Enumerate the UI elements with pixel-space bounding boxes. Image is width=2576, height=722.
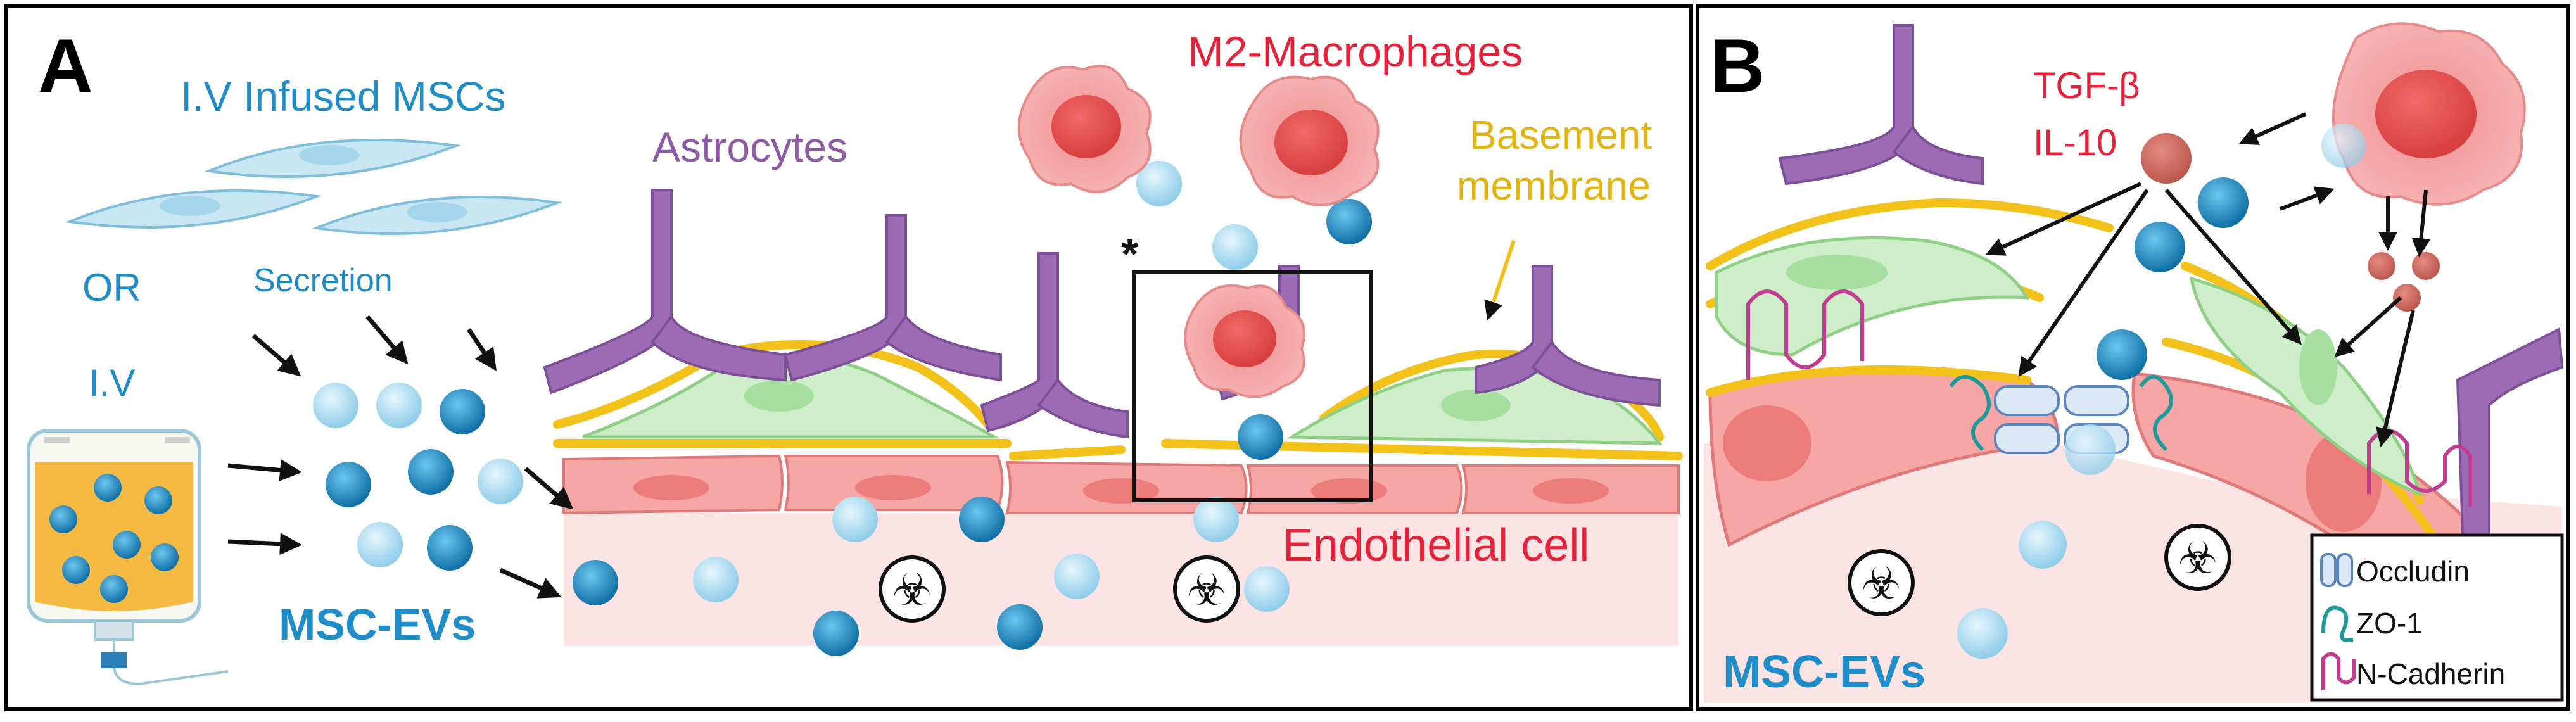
biohazard-icon: ☣ [1173, 555, 1240, 623]
panel-b-letter: B [1710, 23, 1765, 108]
msc-evs-label-a: MSC-EVs [279, 600, 476, 649]
endothelial-cell-label: Endothelial cell [1283, 520, 1589, 571]
biohazard-icon: ☣ [1848, 549, 1915, 616]
zo1-junction [1949, 375, 2173, 452]
astrocyte-endfeet [543, 189, 1661, 439]
svg-text:☣: ☣ [1862, 557, 1901, 609]
panel-a-letter: A [38, 23, 93, 108]
basement-pointer-arrow [1484, 240, 1516, 320]
iv-bag [27, 429, 229, 686]
basement-membrane-label-2: membrane [1457, 163, 1651, 208]
legend-zo1-icon [2321, 605, 2354, 642]
infused-msc-cells [65, 139, 562, 235]
biohazard-icon: ☣ [879, 555, 946, 623]
biohazard-icon: ☣ [2164, 524, 2231, 591]
endothelial-layer [562, 454, 1680, 515]
m2-macrophage [1017, 65, 1152, 193]
arrows-panel-b [1985, 112, 2431, 447]
secretion-label: Secretion [253, 262, 393, 299]
vessel-lumen [564, 513, 1678, 646]
legend-zo1: ZO-1 [2356, 607, 2423, 640]
msc-ev-particles-b [1957, 124, 2366, 659]
asterisk-marker: * [1121, 229, 1139, 279]
m2-macrophages-label: M2-Macrophages [1188, 28, 1523, 76]
pericyte-b [1715, 236, 2422, 497]
tgf-beta-label: TGF-β [2033, 65, 2140, 106]
legend-n-cadherin: N-Cadherin [2356, 657, 2505, 690]
msc-ev-particles-a [313, 133, 1372, 656]
astrocyte-endfeet-b [1778, 24, 2564, 571]
arrows-panel-a [227, 315, 574, 598]
legend-occludin: Occludin [2356, 555, 2470, 588]
pericyte [582, 354, 1001, 439]
m2-macrophage [1184, 284, 1306, 398]
cytokine-particles [2141, 133, 2440, 312]
astrocytes-label: Astrocytes [652, 124, 847, 170]
msc-evs-label-b: MSC-EVs [1723, 647, 1926, 697]
svg-text:☣: ☣ [2178, 532, 2218, 584]
il-10-label: IL-10 [2033, 122, 2117, 163]
or-label: OR [82, 266, 141, 310]
svg-text:☣: ☣ [1187, 564, 1227, 616]
basement-membrane-label-1: Basement [1469, 112, 1652, 158]
svg-text:☣: ☣ [892, 564, 932, 616]
iv-label: I.V [89, 362, 135, 404]
m2-macrophage [1239, 75, 1380, 206]
iv-infused-mscs-label: I.V Infused MSCs [181, 73, 506, 120]
legend: Occludin ZO-1 N-Cadherin [2310, 533, 2564, 702]
legend-occludin-icon [2320, 553, 2353, 587]
m2-macrophage-b [2332, 22, 2526, 206]
legend-n-cadherin-icon [2321, 652, 2356, 690]
zoom-box [1132, 270, 1373, 502]
